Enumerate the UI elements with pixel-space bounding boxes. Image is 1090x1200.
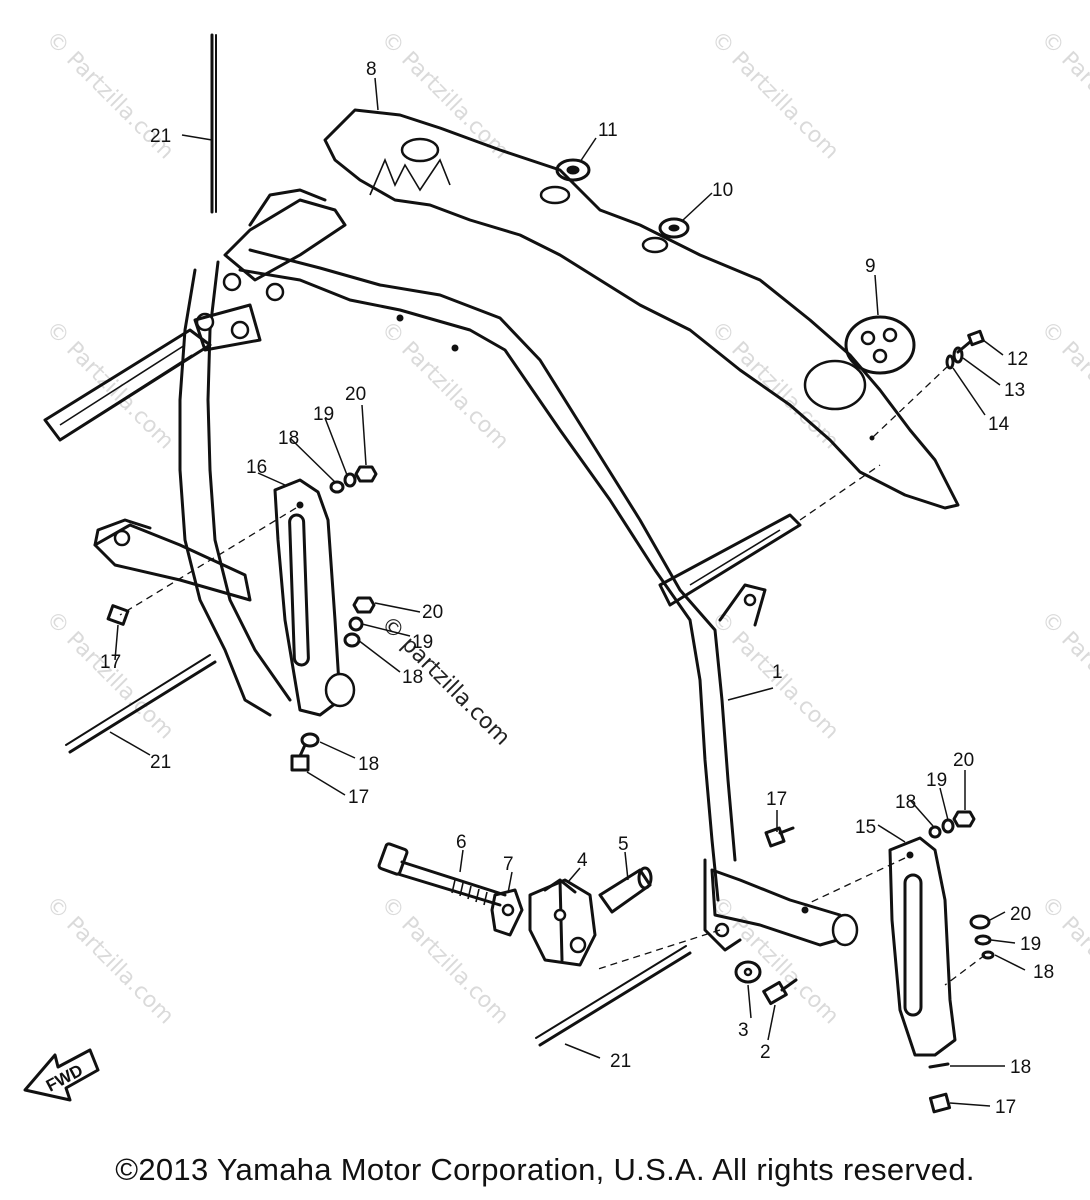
callout-17: 17	[766, 789, 787, 810]
callout-6: 6	[456, 832, 467, 853]
callout-19: 19	[1020, 934, 1041, 955]
watermark: © Partzilla.com	[41, 317, 179, 455]
callout-12: 12	[1007, 349, 1028, 370]
callout-15: 15	[855, 817, 876, 838]
callout-5: 5	[618, 834, 629, 855]
callout-18: 18	[402, 667, 423, 688]
dash-line-12-plate	[871, 365, 949, 439]
part-14-washer	[945, 354, 955, 370]
part-4-clamp	[528, 878, 597, 967]
callout-20: 20	[953, 750, 974, 771]
callout-9: 9	[865, 256, 876, 277]
leader-lines	[109, 77, 1026, 1107]
callout-17: 17	[100, 652, 121, 673]
watermark: © Partzilla.com	[41, 607, 179, 745]
callout-1: 1	[772, 662, 783, 683]
watermark: © Partzilla.com	[41, 892, 179, 1030]
callout-19: 19	[313, 404, 334, 425]
callout-21: 21	[150, 752, 171, 773]
part-7-washer-plate	[490, 888, 524, 937]
callout-20: 20	[1010, 904, 1031, 925]
callout-4: 4	[577, 850, 588, 871]
part-21-rod-bottom	[535, 945, 692, 1047]
callout-3: 3	[738, 1020, 749, 1041]
part-21-rod-top	[210, 33, 217, 214]
part-6-bolt	[377, 842, 507, 907]
callout-18: 18	[1010, 1057, 1031, 1078]
callout-18: 18	[895, 792, 916, 813]
part-11-grommet	[555, 158, 591, 182]
watermark: © Partzilla.com	[1036, 317, 1090, 455]
part-21-rod-left	[65, 654, 217, 754]
callout-2: 2	[760, 1042, 771, 1063]
part-13-washer	[952, 346, 964, 364]
callout-7: 7	[503, 854, 514, 875]
part-10-grommet	[658, 217, 690, 239]
part-8-cover-plate	[323, 108, 960, 510]
callout-19: 19	[926, 770, 947, 791]
callout-13: 13	[1004, 380, 1025, 401]
part-5-collar	[598, 866, 653, 914]
watermark: © Partzilla.com	[376, 317, 514, 455]
part-2-bolt	[762, 978, 798, 1006]
part-15-slotted-plate	[888, 836, 957, 1057]
watermark: © Partzilla.com	[1036, 607, 1090, 745]
callout-18: 18	[278, 428, 299, 449]
callout-14: 14	[988, 414, 1010, 435]
watermark: © Partzilla.com	[706, 27, 844, 165]
callout-20: 20	[422, 602, 443, 623]
callout-17: 17	[348, 787, 369, 808]
fwd-label: FWD	[43, 1061, 86, 1096]
callout-19: 19	[412, 632, 433, 653]
callout-17: 17	[995, 1097, 1016, 1118]
callout-10: 10	[712, 180, 733, 201]
copyright-notice: ©2013 Yamaha Motor Corporation, U.S.A. A…	[115, 1152, 975, 1187]
watermark: © Partzilla.com	[376, 27, 514, 165]
callout-18: 18	[358, 754, 379, 775]
callout-labels: 21 8 11 10 9 12 13 14 18 19 20 16 20 19 …	[100, 59, 1054, 1118]
part-9-grommet	[844, 315, 916, 375]
part-16-slotted-plate	[273, 478, 356, 717]
callout-8: 8	[366, 59, 377, 80]
part-1-bracket-frame	[43, 188, 859, 952]
dash-lines	[119, 464, 986, 986]
fwd-arrow: FWD	[23, 1048, 100, 1102]
watermark: © Partzilla.com	[1036, 892, 1090, 1030]
callout-21: 21	[150, 126, 171, 147]
callout-16: 16	[246, 457, 267, 478]
fasteners	[106, 465, 995, 1114]
callout-11: 11	[598, 120, 618, 141]
callout-18: 18	[1033, 962, 1054, 983]
callout-20: 20	[345, 384, 366, 405]
part-3-washer	[734, 960, 762, 984]
callout-21: 21	[610, 1051, 631, 1072]
watermark: © Partzilla.com	[1036, 27, 1090, 165]
